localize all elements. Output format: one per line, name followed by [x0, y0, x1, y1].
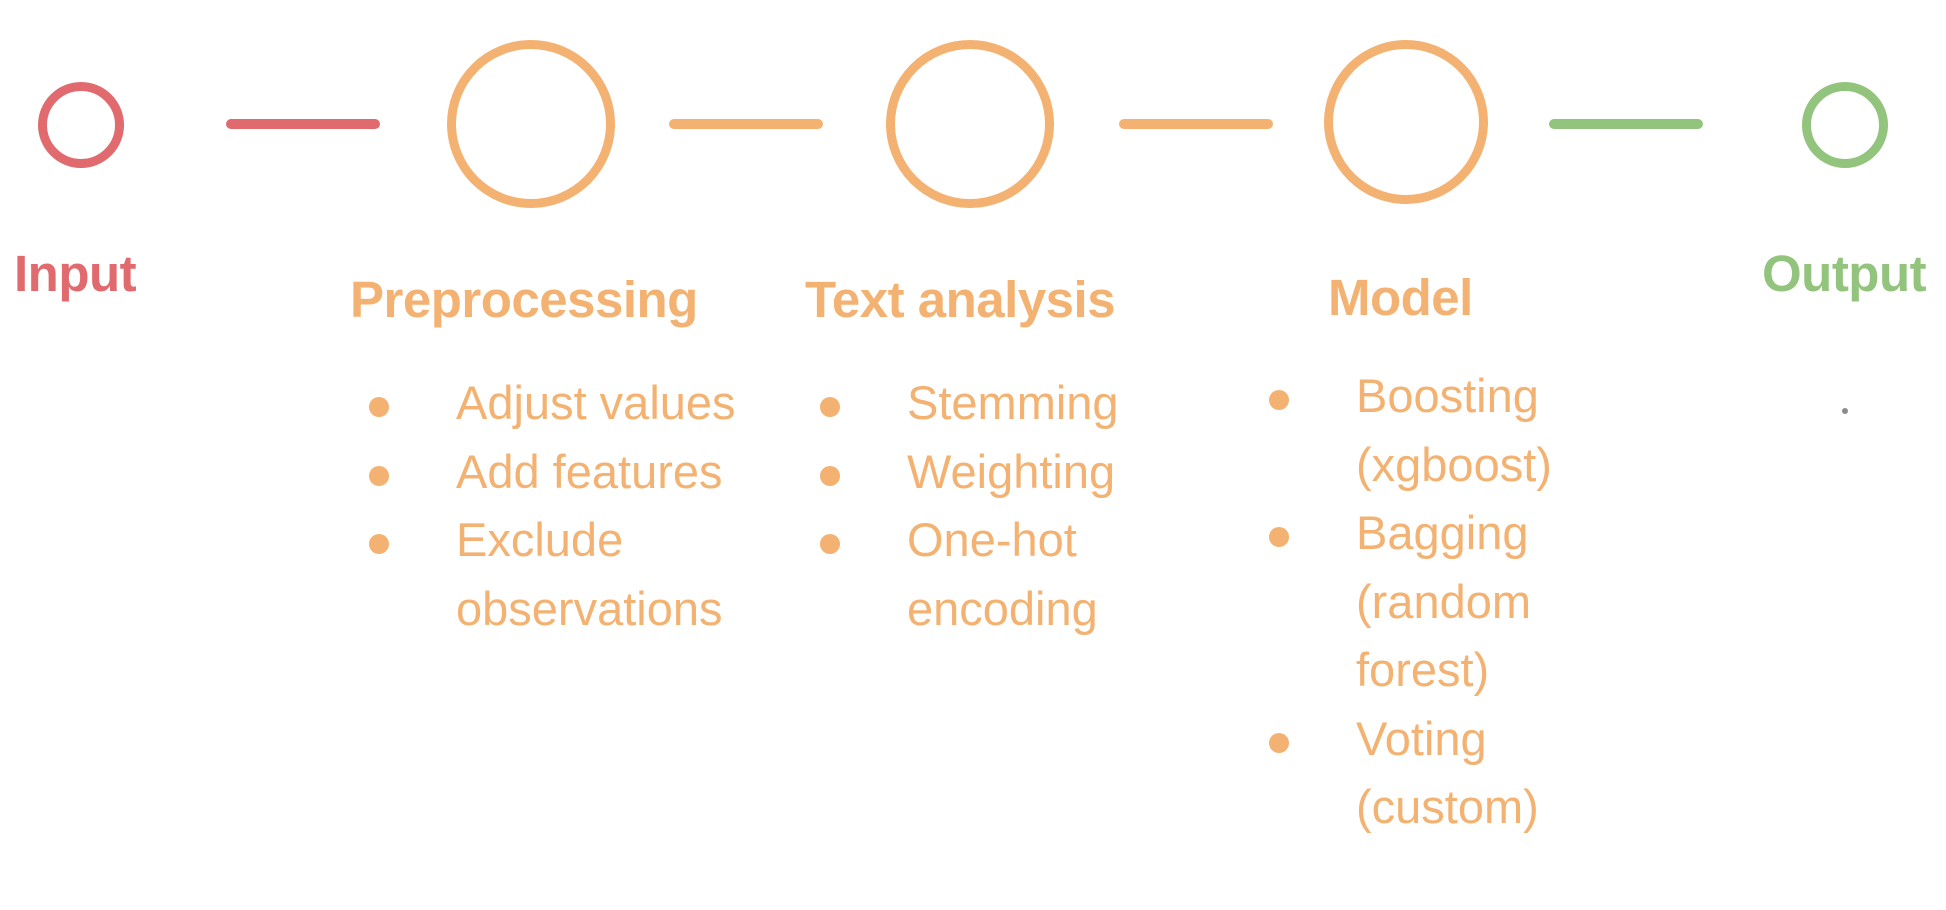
bullet-dot — [820, 465, 840, 486]
model-list: Boosting (xgboost) Bagging (random fores… — [1269, 362, 1576, 842]
bullet-dot — [820, 397, 840, 417]
list-item: Adjust values — [369, 369, 776, 438]
bullet-dot — [1269, 732, 1289, 753]
text-analysis-node-circle — [886, 40, 1054, 208]
model-node-circle — [1324, 40, 1488, 204]
list-item: Boosting (xgboost) — [1269, 362, 1576, 499]
model-title: Model — [1328, 269, 1473, 326]
output-node-circle — [1802, 82, 1888, 168]
bullet-dot — [369, 465, 389, 486]
output-placeholder-dot — [1842, 408, 1848, 414]
bullet-dot — [820, 534, 840, 554]
list-item: Weighting — [820, 438, 1167, 507]
connector-model-output — [1549, 119, 1703, 129]
connector-input-preprocessing — [226, 119, 380, 129]
list-item: Add features — [369, 438, 776, 507]
preprocessing-title: Preprocessing — [350, 271, 698, 328]
connector-preprocessing-text-analysis — [669, 119, 823, 129]
bullet-dot — [369, 534, 389, 554]
text-analysis-title: Text analysis — [805, 271, 1116, 328]
list-item: One-hot encoding — [820, 506, 1137, 643]
output-title: Output — [1762, 245, 1927, 302]
bullet-dot — [369, 397, 389, 417]
text-analysis-list: Stemming Weighting One-hot encoding — [820, 369, 1167, 643]
preprocessing-list: Adjust values Add features Exclude obser… — [369, 369, 776, 643]
input-title: Input — [14, 245, 137, 302]
list-item: Bagging (random forest) — [1269, 499, 1566, 705]
bullet-dot — [1269, 527, 1289, 547]
input-node-circle — [38, 82, 124, 168]
list-item: Voting (custom) — [1269, 705, 1576, 842]
list-item: Stemming — [820, 369, 1167, 438]
list-item: Exclude observations — [369, 506, 723, 643]
bullet-dot — [1269, 390, 1289, 410]
preprocessing-node-circle — [447, 40, 615, 208]
connector-text-analysis-model — [1119, 119, 1273, 129]
